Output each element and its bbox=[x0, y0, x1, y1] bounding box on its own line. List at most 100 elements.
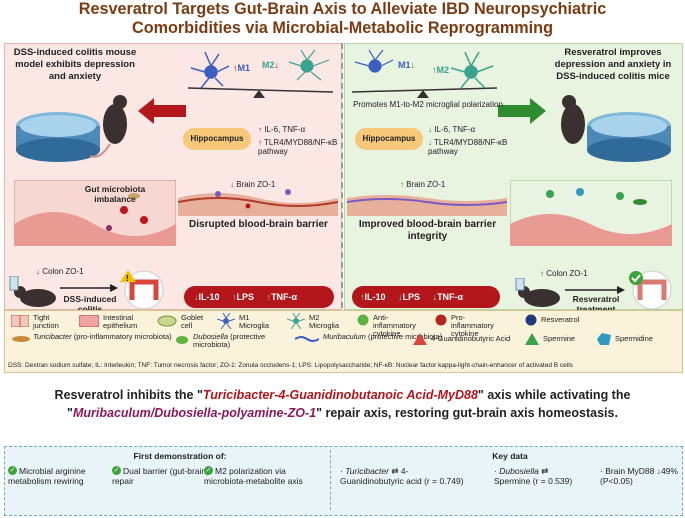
title-line-2: Comorbidities via Microbial-Metabolic Re… bbox=[132, 19, 553, 37]
legend-epithelium: Intestinal epithelium bbox=[103, 313, 138, 330]
dss-mouse-icon bbox=[9, 276, 56, 307]
summary-text: Resveratrol inhibits the "Turicibacter-4… bbox=[20, 386, 665, 422]
key-data-heading: Key data bbox=[492, 451, 528, 461]
check-icon: ✓ bbox=[8, 466, 17, 475]
legend-dubosiella: Dubosiella bbox=[193, 332, 229, 341]
findings-box bbox=[4, 446, 683, 516]
legend-m1: M1 Microglia bbox=[239, 313, 270, 330]
left-vessel-il10: IL-10 bbox=[198, 292, 220, 302]
first-demonstration-heading: First demonstration of: bbox=[133, 451, 227, 461]
gut-imbalance-icon bbox=[14, 180, 176, 246]
title-line-1: Resveratrol Targets Gut-Brain Axis to Al… bbox=[78, 0, 607, 18]
check-icon: ✓ bbox=[112, 466, 121, 475]
legend-pro: Pro-inflammatory cytokine bbox=[451, 313, 494, 338]
right-heading: Resveratrol improves depression and anxi… bbox=[554, 47, 672, 82]
summary-part-2: " axis while activating the bbox=[477, 388, 631, 402]
improved-bbb-icon bbox=[347, 195, 507, 216]
pro-inflammatory-icon bbox=[435, 314, 447, 326]
legend-turicibacter-note: (pro-inflammatory microbiota) bbox=[71, 332, 172, 341]
right-cytokines: IL-6, TNF-α bbox=[434, 125, 476, 134]
inflamed-colon-icon: ! bbox=[120, 270, 164, 310]
key-data-2: · Dubosiella ⇄ Spermine (r = 0.539) bbox=[494, 466, 573, 486]
left-microglia-balance-icon bbox=[187, 49, 334, 98]
guanidinobutyric-icon bbox=[413, 333, 427, 345]
resveratrol-icon bbox=[525, 314, 537, 326]
legend-guanidinobutyric: 4-Guanidinobutyric Acid bbox=[431, 334, 511, 343]
goblet-cell-icon bbox=[157, 315, 177, 327]
summary-part-4: " repair axis, restoring gut-brain axis … bbox=[316, 406, 618, 420]
spermidine-icon bbox=[597, 333, 611, 345]
legend-m2: M2 Microglia bbox=[309, 313, 340, 330]
turicibacter-icon bbox=[12, 336, 30, 342]
left-heading: DSS-induced colitis mouse model exhibits… bbox=[13, 47, 137, 82]
healthy-colon-icon bbox=[629, 270, 672, 310]
abbreviations: DSS: Dextran sodium sulfate; IL: Interle… bbox=[8, 362, 573, 369]
legend: Tight junction Intestinal epithelium Gob… bbox=[4, 310, 683, 373]
left-colon-zo1: Colon ZO-1 bbox=[42, 267, 84, 276]
right-vessel-tnf: TNF-α bbox=[437, 292, 464, 302]
left-pathway: TLR4/MYD88/NF-κB pathway bbox=[258, 138, 338, 156]
right-hippocampus: Hippocampus bbox=[355, 128, 423, 150]
left-hippocampus: Hippocampus bbox=[183, 128, 251, 150]
check-icon: ✓ bbox=[204, 466, 213, 475]
right-pathway: TLR4/MYD88/NF-κB pathway bbox=[428, 138, 508, 156]
left-m2-label: M2 bbox=[262, 60, 275, 70]
key-data-1: · Turicibacter ⇄ 4-Guanidinobutyric acid… bbox=[340, 466, 464, 486]
muribaculum-icon bbox=[295, 336, 319, 342]
left-panel bbox=[4, 43, 342, 310]
dss-induced-label: DSS-induced colitis bbox=[63, 294, 117, 314]
left-arrow-icon bbox=[138, 98, 186, 124]
right-brain-zo1: Brain ZO-1 bbox=[406, 180, 446, 189]
summary-part-3: " bbox=[67, 406, 73, 420]
legend-muribaculum: Muribaculum bbox=[323, 332, 366, 341]
resveratrol-treatment-label: Resveratrol treatment bbox=[572, 294, 620, 314]
right-panel bbox=[344, 43, 683, 310]
gut-imbalance-label: Gut microbiota imbalance bbox=[84, 184, 146, 204]
right-m1-label: M1 bbox=[398, 60, 411, 70]
right-microglia-balance-icon bbox=[351, 49, 498, 98]
right-arrow-icon bbox=[498, 98, 546, 124]
mouse-recovered-icon bbox=[561, 95, 671, 162]
left-vessel-lps: LPS bbox=[236, 292, 255, 302]
svg-text:!: ! bbox=[126, 274, 129, 283]
summary-axis-2: Muribaculum/Dubosiella-polyamine-ZO-1 bbox=[72, 406, 317, 420]
first-item-3: ✓M2 polarization via microbiota-metaboli… bbox=[204, 466, 303, 486]
key-data-3: · Brain MyD88 ↓49% (P<0.05) bbox=[600, 466, 678, 486]
legend-resveratrol: Resveratrol bbox=[541, 315, 580, 324]
right-m2-label: M2 bbox=[436, 65, 450, 75]
induce-arrow-icon bbox=[60, 284, 118, 292]
legend-spermine: Spermine bbox=[543, 334, 576, 343]
left-bbb-label: Disrupted blood-brain barrier bbox=[189, 219, 328, 230]
first-item-2: ✓Dual barrier (gut-brain) repair bbox=[112, 466, 209, 486]
legend-turicibacter: Turicibacter bbox=[33, 332, 72, 341]
left-brain-zo1: Brain ZO-1 bbox=[236, 180, 276, 189]
spermine-icon bbox=[525, 333, 539, 345]
legend-tight-junction: Tight junction bbox=[33, 313, 59, 330]
dubosiella-icon bbox=[176, 336, 188, 344]
panel-divider bbox=[341, 43, 343, 308]
legend-spermidine: Spermidine bbox=[615, 334, 653, 343]
legend-goblet: Goblet cell bbox=[181, 313, 204, 330]
left-m1-label: M1 bbox=[237, 63, 251, 73]
mouse-swim-test-icon bbox=[16, 95, 127, 162]
tight-junction-icon bbox=[11, 315, 29, 327]
right-blood-vessel: ↑IL-10 ↓LPS ↓TNF-α bbox=[352, 286, 500, 308]
m2-microglia-icon bbox=[287, 313, 305, 329]
epithelium-icon bbox=[79, 315, 99, 327]
m1-microglia-icon bbox=[217, 313, 235, 329]
anti-inflammatory-icon bbox=[357, 314, 369, 326]
figure-title: Resveratrol Targets Gut-Brain Axis to Al… bbox=[0, 0, 685, 38]
gut-healthy-icon bbox=[510, 180, 672, 246]
summary-axis-1: Turicibacter-4-Guanidinobutanoic Acid-My… bbox=[202, 388, 478, 402]
findings-divider bbox=[330, 450, 331, 510]
disrupted-bbb-icon bbox=[178, 189, 338, 216]
treatment-arrow-icon bbox=[565, 286, 625, 294]
summary-part-1: Resveratrol inhibits the " bbox=[54, 388, 203, 402]
right-colon-zo1: Colon ZO-1 bbox=[546, 269, 588, 278]
right-vessel-lps: LPS bbox=[402, 292, 421, 302]
right-vessel-il10: IL-10 bbox=[364, 292, 386, 302]
first-item-1: ✓Microbial arginine metabolism rewiring bbox=[8, 466, 86, 486]
left-cytokines: IL-6, TNF-α bbox=[264, 125, 306, 134]
legend-anti: Anti-inflammatory cytokine bbox=[373, 313, 416, 338]
legend-muribaculum-note: (protective microbiota) bbox=[365, 332, 443, 341]
